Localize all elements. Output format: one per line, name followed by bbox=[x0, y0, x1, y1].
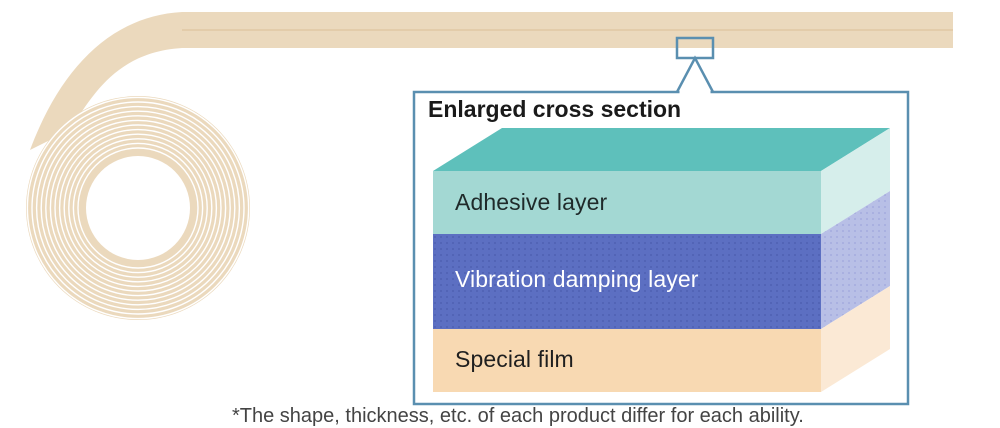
roll-ring bbox=[40, 110, 236, 306]
adhesive-layer-label: Adhesive layer bbox=[455, 189, 608, 215]
roll-rings bbox=[26, 96, 250, 320]
roll-ring bbox=[68, 138, 208, 278]
damping-layer-label: Vibration damping layer bbox=[455, 266, 699, 292]
roll-ring bbox=[26, 96, 250, 320]
adhesive-side bbox=[821, 128, 890, 234]
damping-side-dots bbox=[821, 191, 890, 329]
zoom-callout bbox=[412, 36, 910, 406]
roll-ring bbox=[58, 128, 218, 288]
panel-title: Enlarged cross section bbox=[428, 96, 682, 122]
film-side bbox=[821, 286, 890, 392]
roll-ring bbox=[72, 142, 204, 274]
roll-ring bbox=[49, 119, 227, 297]
film-layer-label: Special film bbox=[455, 346, 574, 372]
adhesive-top-face bbox=[433, 128, 890, 171]
roll-ring bbox=[31, 101, 245, 315]
roll-ring bbox=[35, 105, 241, 311]
roll-ring bbox=[77, 147, 199, 269]
roll-ring bbox=[45, 115, 231, 301]
callout-pointer bbox=[675, 55, 715, 93]
tape-roll bbox=[26, 12, 953, 320]
damping-front-dots bbox=[433, 234, 821, 329]
adhesive-front bbox=[433, 171, 821, 234]
tape-strip bbox=[30, 12, 953, 150]
film-front bbox=[433, 329, 821, 392]
roll-ring bbox=[54, 124, 222, 292]
roll-ring bbox=[63, 133, 213, 283]
tape-roll-diagram bbox=[26, 12, 953, 406]
roll-core bbox=[86, 156, 190, 260]
cross-section-block bbox=[433, 128, 890, 392]
callout-frame bbox=[412, 90, 910, 406]
